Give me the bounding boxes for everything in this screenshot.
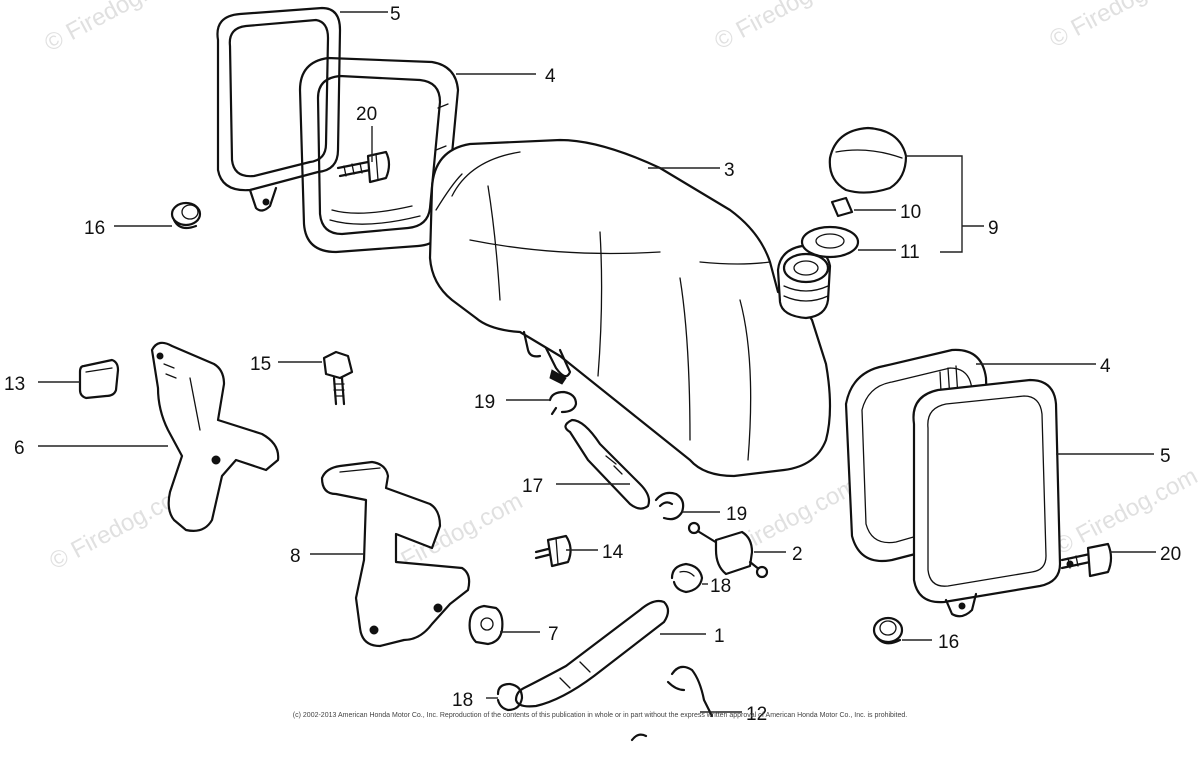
callout-2: 2 — [792, 544, 803, 565]
callout-11: 11 — [900, 242, 920, 263]
band-upper — [216, 6, 342, 212]
bolt-lower — [1060, 542, 1113, 578]
clip-18-lower — [496, 682, 524, 712]
callout-9: 9 — [988, 218, 999, 239]
clip-spring-12 — [630, 665, 714, 742]
watermark-text: © Firedog.com — [1045, 0, 1197, 53]
callout-5-lower: 5 — [1160, 446, 1171, 467]
callout-8: 8 — [290, 546, 301, 567]
nut-7 — [468, 604, 504, 646]
grommet-upper — [170, 201, 202, 230]
callout-1: 1 — [714, 626, 725, 647]
bolt-15 — [322, 350, 354, 406]
bolt-upper — [336, 150, 391, 184]
callout-5-upper: 5 — [390, 4, 401, 25]
bolt-14 — [534, 534, 572, 568]
callout-6: 6 — [14, 438, 25, 459]
watermark-text: © Firedog.com — [40, 0, 192, 57]
cap-assembly — [800, 126, 908, 259]
cushion-pad — [78, 358, 120, 400]
callout-15: 15 — [250, 354, 271, 375]
watermark-text: © Firedog.com — [710, 0, 862, 55]
bracket-center — [320, 460, 471, 648]
fuel-tube-1 — [514, 599, 670, 708]
callout-20-lower: 20 — [1160, 544, 1181, 565]
leader-lines — [38, 11, 1156, 713]
callout-20-upper: 20 — [356, 104, 377, 125]
clip-18-upper — [670, 562, 704, 594]
callout-13: 13 — [4, 374, 25, 395]
callout-14: 14 — [602, 542, 624, 563]
grommet-lower — [872, 616, 904, 645]
callout-7: 7 — [548, 624, 559, 645]
callout-16-lower: 16 — [938, 632, 959, 653]
band-lower — [912, 378, 1062, 618]
callout-4-lower: 4 — [1100, 356, 1111, 377]
clip-upper — [548, 390, 578, 416]
fuel-tube-17 — [564, 418, 651, 510]
callout-16-upper: 16 — [84, 218, 105, 239]
copyright-notice: (c) 2002-2013 American Honda Motor Co., … — [292, 712, 908, 719]
clip-lower-19 — [654, 491, 685, 521]
callout-10: 10 — [900, 202, 921, 223]
callout-18-lower: 18 — [452, 690, 473, 711]
callout-12: 12 — [746, 704, 767, 725]
callout-18-upper: 18 — [710, 576, 731, 597]
fuel-filter — [687, 521, 769, 579]
callout-19-upper: 19 — [474, 392, 495, 413]
callout-3: 3 — [724, 160, 735, 181]
callout-17: 17 — [522, 476, 543, 497]
callout-4-upper: 4 — [545, 66, 556, 87]
part-labels: 5 4 20 3 10 9 11 16 13 15 6 19 17 19 14 … — [4, 4, 1181, 725]
callout-19-lower: 19 — [726, 504, 747, 525]
fuel-tank — [428, 138, 832, 478]
bracket-left — [150, 341, 280, 532]
